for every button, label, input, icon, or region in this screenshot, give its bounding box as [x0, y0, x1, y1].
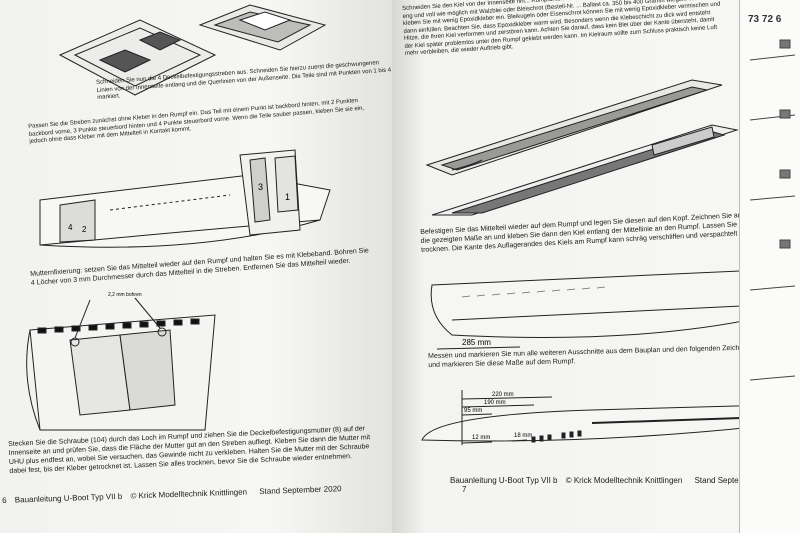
dim-12: 12 mm: [472, 435, 490, 441]
left-page: Schneiden Sie nun die 4 Deckelbefestigun…: [0, 0, 392, 533]
left-footer-date: Stand September 2020: [259, 484, 342, 497]
left-footer: 6 Bauanleitung U-Boot Typ VII b © Krick …: [2, 482, 392, 505]
left-footer-title: Bauanleitung U-Boot Typ VII b: [14, 491, 123, 505]
dim-18: 18 mm: [514, 433, 532, 439]
right-footer-title: Bauanleitung U-Boot Typ VII b: [450, 476, 558, 485]
dim-95: 95 mm: [464, 408, 482, 414]
right-footer-date: Stand September 2020: [694, 476, 777, 485]
left-page-number: 6: [2, 495, 7, 505]
dimension-drawing: 220 mm 190 mm 95 mm 12 mm 18 mm: [421, 390, 773, 445]
fig-label-4: 4: [68, 223, 73, 232]
next-page-edge: 73 72 6: [739, 0, 800, 533]
right-page: Schneiden Sie den Kiel von der Innenseit…: [392, 0, 800, 533]
right-para-2: Befestigen Sie das Mittelteil wieder auf…: [420, 210, 767, 254]
hull-section-figure: 2,2 mm bohren: [26, 292, 216, 431]
hull-keel-dimension-figure: 285 mm: [430, 269, 773, 350]
fig-label-1: 1: [285, 192, 290, 202]
left-para-4: Stecken Sie die Schraube (104) durch das…: [8, 425, 371, 475]
hull-strut-figure: 3 1 4 2: [39, 149, 331, 248]
drill-label: 2,2 mm bohren: [108, 292, 142, 298]
right-footer-company: © Krick Modelltechnik Knittlingen: [565, 476, 683, 485]
dim-220: 220 mm: [492, 392, 514, 398]
left-footer-company: © Krick Modelltechnik Knittlingen: [130, 487, 248, 501]
next-page-numbers: 73 72 6: [748, 14, 782, 25]
dim-285: 285 mm: [462, 338, 491, 347]
fig-label-2: 2: [82, 225, 87, 234]
dim-190: 190 mm: [484, 400, 506, 406]
right-page-number: 7: [462, 485, 467, 494]
fig-label-3: 3: [258, 182, 263, 192]
keel-figure: [425, 79, 739, 216]
right-para-1: Schneiden Sie den Kiel von der Innenseit…: [402, 0, 721, 57]
deck-strut-figure: [58, 4, 327, 96]
right-footer: Bauanleitung U-Boot Typ VII b © Krick Mo…: [450, 476, 790, 494]
